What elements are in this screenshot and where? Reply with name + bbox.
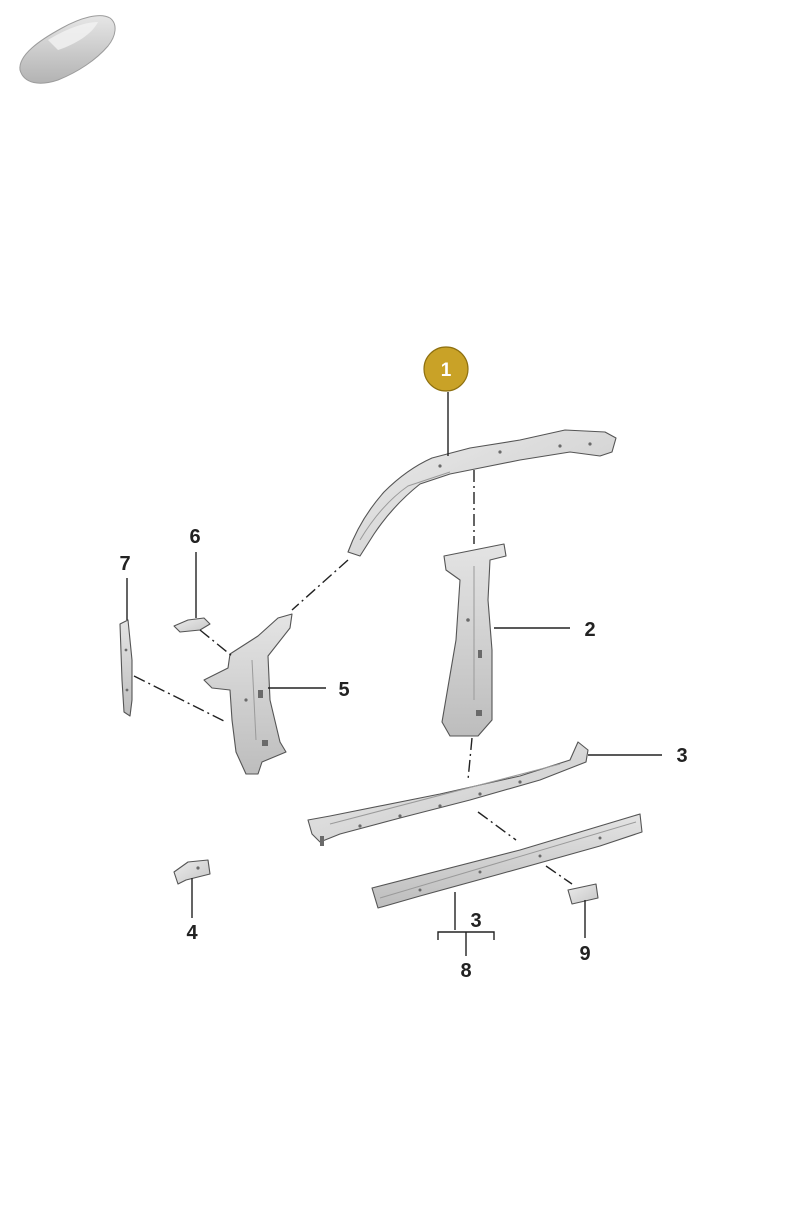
callout-7-label[interactable]: 7 [119, 553, 130, 575]
callout-2-label[interactable]: 2 [584, 619, 595, 641]
callout-5-label[interactable]: 5 [338, 679, 349, 701]
callout-3-label-upper[interactable]: 3 [676, 745, 687, 767]
part-6-reinforcement[interactable] [173, 617, 211, 633]
callout-6-label[interactable]: 6 [189, 526, 200, 548]
callout-4-label[interactable]: 4 [186, 922, 198, 944]
callout-3-label-lower[interactable]: 3 [470, 910, 481, 932]
part-2-b-pillar[interactable] [441, 543, 507, 737]
callout-9-label[interactable]: 9 [579, 943, 590, 965]
part-7-pillar-strip[interactable] [119, 619, 133, 717]
callout-1-label: 1 [441, 360, 452, 381]
leader-lines [126, 392, 662, 956]
part-9-sill-end-cap[interactable] [567, 883, 599, 905]
part-3-side-sill-outer[interactable] [371, 813, 643, 909]
callout-1-highlight-badge[interactable]: 1 [423, 346, 469, 392]
part-1-roof-frame-rail[interactable] [347, 429, 617, 557]
part-3-side-sill-inner[interactable] [307, 741, 589, 846]
callout-8-label[interactable]: 8 [460, 960, 471, 982]
part-5-a-pillar-lower[interactable] [203, 613, 293, 775]
car-silhouette-icon[interactable] [19, 15, 116, 84]
part-4-bracket[interactable] [173, 859, 211, 885]
assembly-guide-lines [133, 470, 573, 885]
